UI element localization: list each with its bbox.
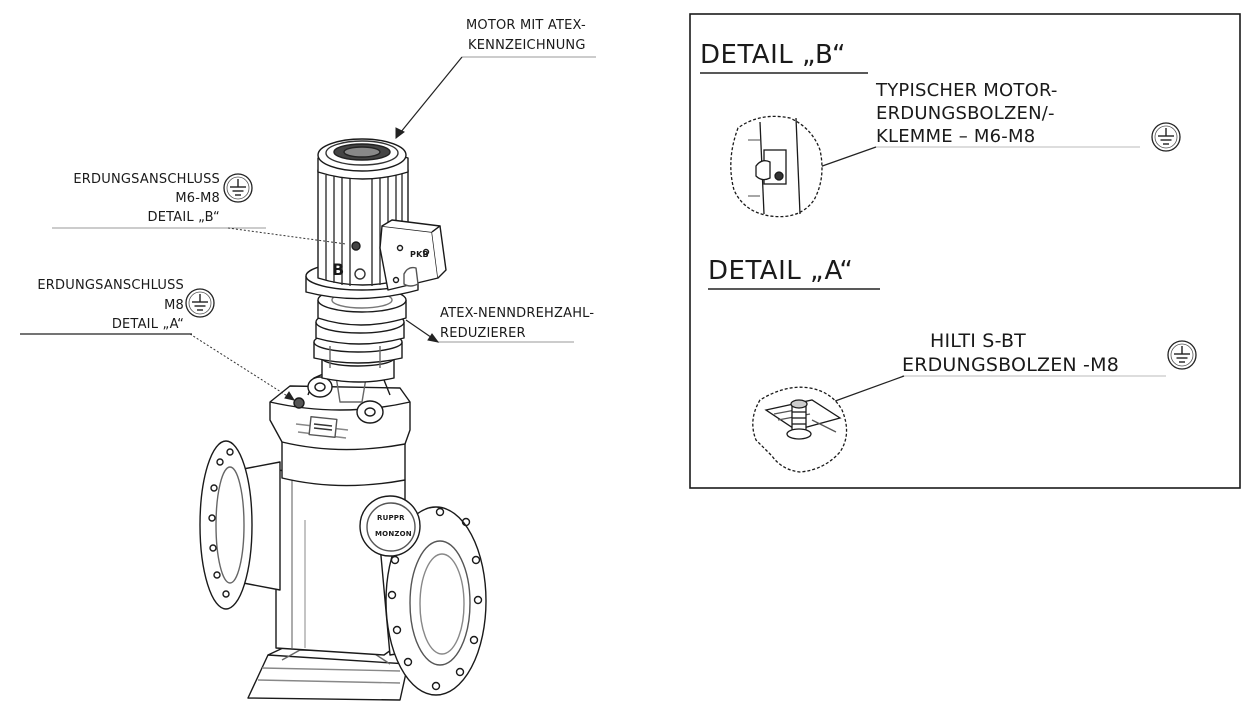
detail-a-title: DETAIL „A“ (708, 256, 854, 286)
motor-label-line2: KENNZEICHNUNG (468, 38, 586, 53)
detail-a-caption-line2: ERDUNGSBOLZEN -M8 (902, 354, 1119, 376)
nameplate-top-text: RUPPR (377, 514, 405, 522)
ground-a-label-line1: ERDUNGSANSCHLUSS (37, 278, 184, 293)
detail-b-caption-line1: TYPISCHER MOTOR- (876, 80, 1058, 101)
reducer-label-line2: REDUZIERER (440, 326, 526, 341)
detail-b-caption-line2: ERDUNGSBOLZEN/- (876, 103, 1055, 124)
detail-a-caption-line1: HILTI S-BT (930, 330, 1026, 352)
callout-lines-left (20, 56, 596, 401)
ground-symbol-icon (223, 173, 253, 203)
motor-label-line1: MOTOR MIT ATEX- (466, 18, 586, 33)
reducer-label-line1: ATEX-NENNDREHZAHL- (440, 306, 595, 321)
detail-b-sketch (730, 115, 823, 218)
ground-b-label-line2: M6-M8 (175, 191, 220, 206)
ground-symbol-icon (1167, 340, 1197, 370)
ground-a-label-line3: DETAIL „A“ (111, 317, 184, 332)
detail-b-caption-line3: KLEMME – M6-M8 (876, 126, 1036, 147)
ground-a-label-line2: M8 (164, 298, 184, 313)
terminal-box-tag: PKB (410, 250, 429, 259)
ground-b-label-line3: DETAIL „B“ (147, 210, 220, 225)
detail-a-sketch (752, 386, 848, 473)
nameplate-bottom-text: MONZON (375, 530, 412, 538)
pump-drawing (199, 138, 487, 701)
detail-b-marker: B (332, 260, 345, 279)
detail-b-title: DETAIL „B“ (700, 40, 846, 70)
ground-symbol-icon (185, 288, 215, 318)
ground-b-label-line1: ERDUNGSANSCHLUSS (73, 172, 220, 187)
ground-symbol-icon (1151, 122, 1181, 152)
